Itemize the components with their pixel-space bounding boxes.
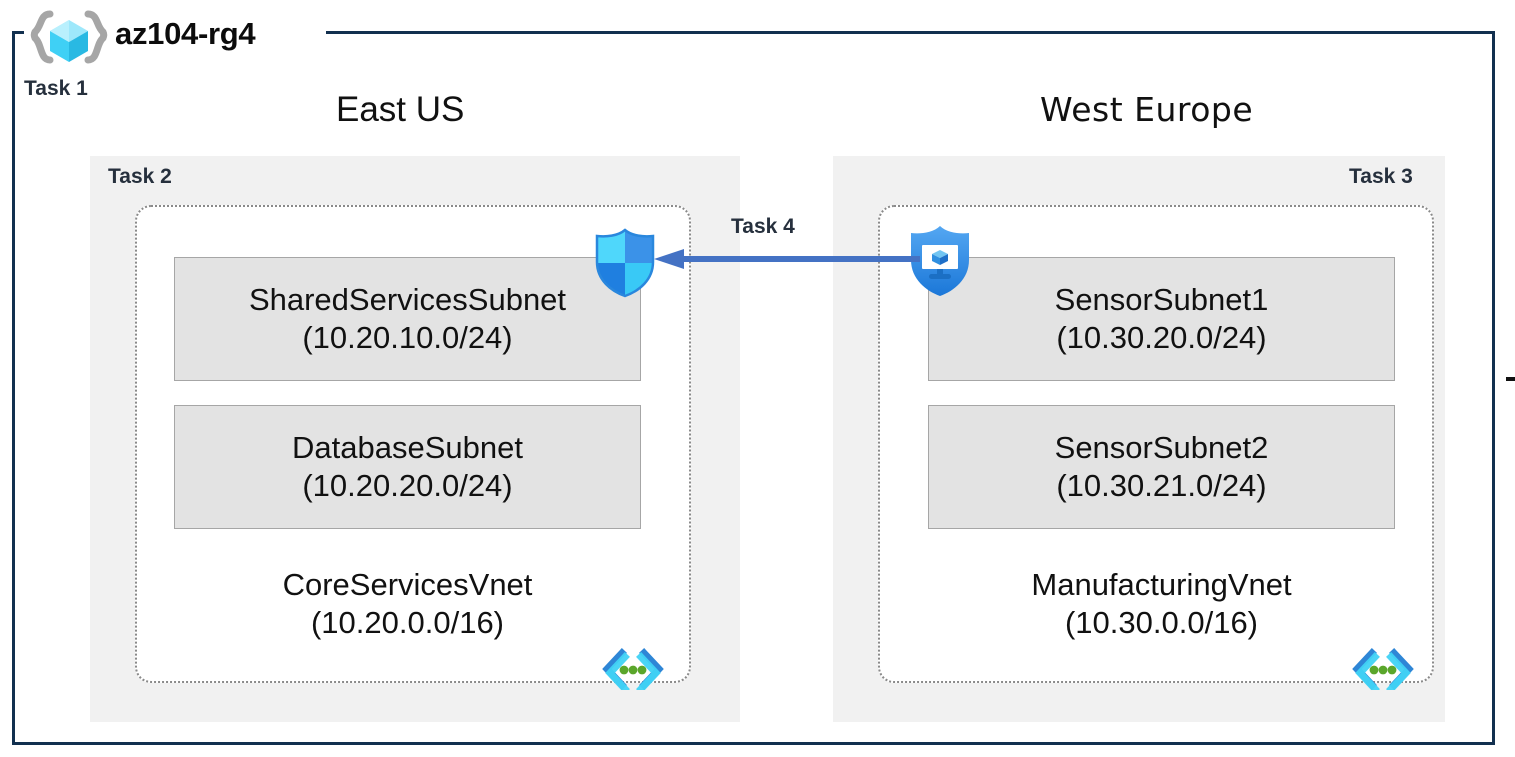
subnet-sensor-2: SensorSubnet2 (10.30.21.0/24) bbox=[928, 405, 1395, 529]
vnet-name: CoreServicesVnet bbox=[282, 567, 533, 602]
page-title: az104-rg4 bbox=[115, 16, 256, 51]
task-label-4: Task 4 bbox=[731, 215, 795, 238]
subnet-name: SharedServicesSubnet bbox=[248, 282, 567, 318]
vnet-cidr: (10.20.0.0/16) bbox=[310, 604, 505, 640]
bastion-host-icon bbox=[906, 224, 974, 298]
edge-artifact bbox=[1506, 377, 1515, 381]
region-title-west-europe: West Europe bbox=[1040, 90, 1254, 129]
vnet-cidr: (10.30.0.0/16) bbox=[1064, 604, 1259, 640]
subnet-database: DatabaseSubnet (10.20.20.0/24) bbox=[174, 405, 641, 529]
virtual-network-icon bbox=[1350, 648, 1416, 694]
vnet-caption-core-services: CoreServicesVnet (10.20.0.0/16) bbox=[174, 566, 641, 642]
peering-arrow-icon bbox=[652, 246, 920, 272]
subnet-name: SensorSubnet2 bbox=[1054, 430, 1269, 466]
resource-group-icon bbox=[26, 10, 112, 68]
task-label-3: Task 3 bbox=[1349, 165, 1413, 188]
subnet-shared-services: SharedServicesSubnet (10.20.10.0/24) bbox=[174, 257, 641, 381]
task-label-2: Task 2 bbox=[108, 165, 172, 188]
resource-group-border bbox=[12, 31, 1495, 745]
subnet-cidr: (10.30.21.0/24) bbox=[1056, 468, 1267, 503]
subnet-sensor-1: SensorSubnet1 (10.30.20.0/24) bbox=[928, 257, 1395, 381]
virtual-network-icon bbox=[600, 648, 666, 694]
subnet-cidr: (10.30.20.0/24) bbox=[1056, 320, 1267, 355]
region-title-east-us: East US bbox=[336, 90, 465, 129]
subnet-cidr: (10.20.20.0/24) bbox=[302, 468, 513, 503]
subnet-cidr: (10.20.10.0/24) bbox=[302, 320, 513, 355]
vnet-caption-manufacturing: ManufacturingVnet (10.30.0.0/16) bbox=[928, 566, 1395, 642]
subnet-name: DatabaseSubnet bbox=[292, 430, 523, 466]
vnet-name: ManufacturingVnet bbox=[1031, 567, 1292, 602]
task-label-1: Task 1 bbox=[24, 77, 88, 100]
network-security-group-icon bbox=[592, 228, 658, 298]
subnet-name: SensorSubnet1 bbox=[1054, 282, 1269, 318]
